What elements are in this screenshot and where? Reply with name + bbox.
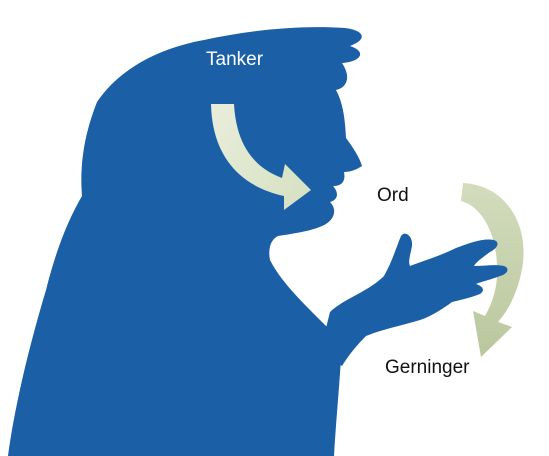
actions-label: Gerninger: [385, 357, 470, 379]
person-silhouette-icon: [8, 27, 507, 456]
thoughts-label: Tanker: [206, 49, 263, 71]
words-label: Ord: [377, 185, 409, 207]
